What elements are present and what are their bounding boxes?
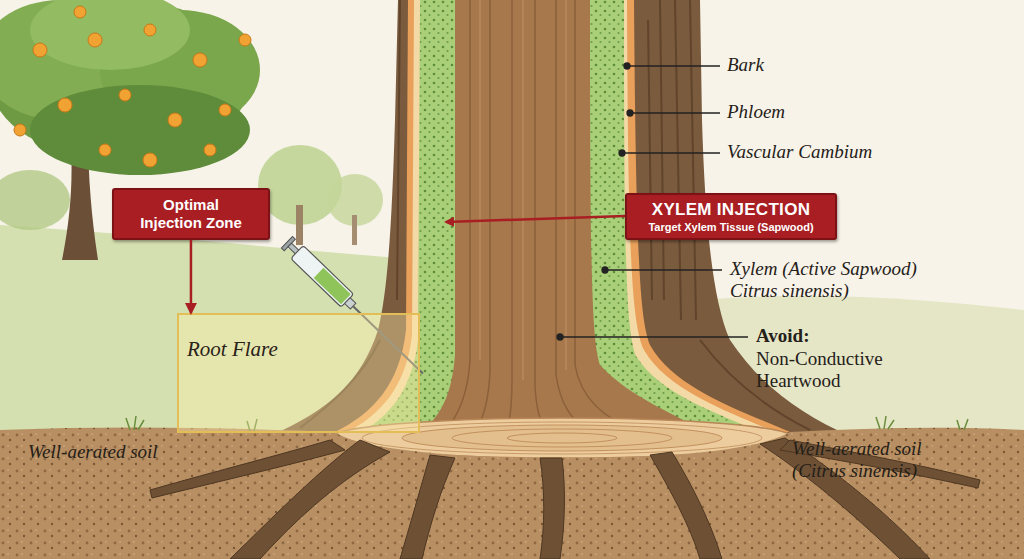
leader-lines-part (557, 334, 563, 340)
box-title: Optimal Injection Zone (135, 196, 247, 232)
trunk-part-part (445, 0, 470, 432)
orange-tree-part-part (168, 113, 182, 127)
trunk-part-part (690, 0, 696, 320)
leader-lines-part (560, 336, 748, 337)
leader-lines-part (627, 65, 720, 66)
injection-pointer-part (446, 216, 625, 222)
orange-tree-part-part (88, 33, 102, 47)
box-title: Root Flare (187, 337, 418, 362)
trunk-part-part (475, 0, 490, 432)
part-label: Vascular Cambium (727, 141, 927, 163)
orange-tree-part-part (204, 144, 216, 156)
roots-part (400, 455, 455, 559)
orange-tree-part-part (74, 6, 86, 18)
soil-part (0, 427, 1024, 559)
syringe-part (314, 268, 351, 304)
trunk-part-part (480, 0, 481, 360)
box-title: XYLEM INJECTION (652, 200, 810, 220)
part-label: Xylem (Active Sapwood) Citrus sinensis) (730, 258, 930, 302)
part-label: Bark (727, 54, 847, 76)
soil-part-part (876, 416, 894, 429)
trunk-part (445, 0, 640, 432)
orange-tree-part-part (99, 144, 111, 156)
box-subtitle: Target Xylem Tissue (Sapwood) (648, 220, 813, 234)
cross-section-part (507, 433, 617, 443)
soil (0, 416, 1024, 559)
soil-part-part (126, 416, 144, 430)
orange-tree-part-part (14, 124, 26, 136)
orange-tree-part-part (239, 34, 251, 46)
cross-section-part (452, 429, 672, 447)
roots (150, 438, 980, 559)
orange-tree-part-part (219, 104, 231, 116)
background-trees-part (352, 215, 357, 245)
trunk-part-part (660, 0, 664, 300)
part-label: Phloem (727, 101, 847, 123)
trunk-part-part (556, 0, 590, 432)
cross-section-part (362, 422, 762, 454)
trunk-part-part (566, 0, 567, 370)
roots-part (150, 440, 345, 498)
zone-box: Root Flare (177, 313, 420, 433)
trunk-part-part (507, 0, 512, 432)
leader-lines-part (627, 110, 633, 116)
part-label: Non-Conductive Heartwood (756, 348, 896, 392)
leader-lines-part (619, 150, 625, 156)
callout-box: Optimal Injection Zone (112, 188, 270, 240)
trunk-part-part (675, 0, 681, 320)
trunk-part-part (397, 0, 400, 300)
trunk-part (480, 0, 566, 380)
orange-tree-part-part (143, 153, 157, 167)
leader-lines-part (622, 152, 720, 153)
warning-label: Avoid: (756, 325, 876, 347)
soil-part-part (957, 419, 968, 430)
callout-box: XYLEM INJECTIONTarget Xylem Tissue (Sapw… (625, 193, 837, 240)
orange-tree-part (14, 6, 251, 167)
cross-section-part (402, 425, 722, 451)
syringe-part (291, 246, 354, 308)
leader-lines-part (602, 267, 608, 273)
trunk-part-part (648, 20, 652, 300)
orange-tree-part (30, 0, 190, 70)
leader-lines-part (605, 269, 722, 270)
orange-tree-part-part (119, 89, 131, 101)
trunk-part-part (523, 0, 524, 380)
trunk-part-part (535, 0, 545, 432)
leader-lines-part (630, 112, 720, 113)
roots-part (540, 458, 564, 559)
roots-part (650, 452, 722, 559)
background-trees-part (0, 170, 70, 230)
orange-tree-part-part (33, 43, 47, 57)
orange-tree-part-part (58, 98, 72, 112)
orange-tree-part (30, 85, 250, 175)
soil-label: Well-aerated soil (28, 441, 248, 463)
injection-pointer (446, 216, 625, 222)
soil-label: Well-aerated soil (Citrus sinensis) (792, 438, 977, 482)
orange-tree-part-part (144, 24, 156, 36)
background-trees-part (296, 205, 303, 245)
leader-lines-part (624, 63, 630, 69)
connector-arrow (190, 240, 193, 313)
orange-tree-part-part (193, 53, 207, 67)
